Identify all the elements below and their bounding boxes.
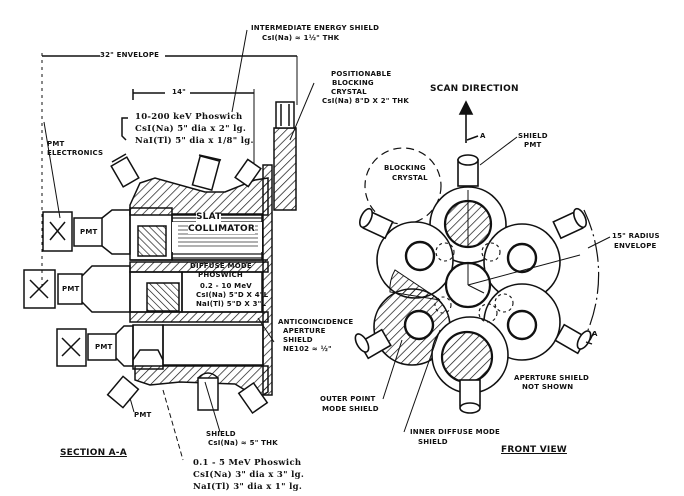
scan-direction-label: SCAN DIRECTION — [430, 84, 519, 94]
blocking-crystal-front-label-2: CRYSTAL — [392, 174, 428, 182]
pmt-electronics-box-1 — [42, 211, 73, 252]
intermediate-shield-label-1: INTERMEDIATE ENERGY SHIELD — [251, 24, 380, 32]
section-view — [23, 29, 315, 461]
diffuse-phoswich-label-5: NaI(Tl) 5"D X 3"L — [196, 300, 267, 308]
blocking-crystal-label-1: POSITIONABLE — [331, 70, 392, 78]
front-view-title: FRONT VIEW — [501, 445, 567, 455]
anticoincidence-label-1: ANTICOINCIDENCE — [278, 318, 354, 326]
phoswich-low-label-1: 10-200 keV Phoswich — [135, 112, 243, 122]
diffuse-phoswich-label-3: 0.2 - 10 MeV — [200, 282, 252, 290]
shield-pmt-bottom-right — [237, 381, 269, 415]
radius-envelope-label-1: 15" RADIUS — [612, 232, 660, 240]
inner-diffuse-mode-shield — [440, 330, 494, 384]
radius-envelope-label-2: ENVELOPE — [614, 242, 657, 250]
blocking-crystal-label-3: CRYSTAL — [331, 88, 367, 96]
pmt-3 — [87, 333, 117, 361]
shield-pmt-label-1: SHIELD — [518, 132, 548, 140]
blocking-crystal-front-label-1: BLOCKING — [384, 164, 426, 172]
pmt-label-2: PMT — [62, 285, 80, 293]
shield-pmt-left-upper — [359, 207, 394, 240]
phoswich-high-label-1: 0.1 - 5 MeV Phoswich — [193, 458, 302, 468]
shield-label-1: SHIELD — [206, 430, 236, 438]
inner-diffuse-label-1: INNER DIFFUSE MODE — [410, 428, 500, 436]
section-title: SECTION A-A — [60, 448, 127, 458]
shield-pmt-top-left — [110, 153, 140, 188]
blocking-crystal-label-4: CsI(Na) 8"D X 2" THK — [322, 97, 409, 105]
shield-pmt-bottom-middle — [197, 372, 219, 411]
aperture-not-shown-label-2: NOT SHOWN — [522, 383, 574, 391]
outer-point-label-1: OUTER POINT — [320, 395, 376, 403]
front-view — [354, 100, 611, 433]
anticoincidence-label-2: APERTURE — [283, 327, 326, 335]
pmt-electronics-box-2 — [23, 269, 56, 309]
shield-pmt-bottom-left — [106, 375, 140, 409]
section-marker-top: A — [480, 132, 486, 140]
diffuse-phoswich-label-2: PHOSWICH — [198, 271, 243, 279]
pmt-electronics-label-2: ELECTRONICS — [47, 149, 104, 157]
phoswich-high-label-3: NaI(Tl) 3" dia x 1" lg. — [193, 482, 303, 492]
blocking-crystal-label-2: BLOCKING — [332, 79, 374, 87]
blocking-crystal — [273, 127, 297, 211]
phoswich-low-label-3: NaI(Tl) 5" dia x 1/8" lg. — [135, 136, 254, 146]
pmt-electronics-label-1: PMT — [47, 140, 65, 148]
width-14-label: 14" — [172, 88, 186, 96]
anticoincidence-label-4: NE102 ≈ ½" — [283, 345, 332, 353]
pmt-label-1: PMT — [80, 228, 98, 236]
envelope-label: 32" ENVELOPE — [100, 51, 160, 59]
shield-label-2: CsI(Na) ≈ 5" THK — [208, 439, 278, 447]
shield-pmt-bottom — [459, 379, 481, 414]
radius-envelope-arc — [583, 209, 600, 331]
diffuse-phoswich-label-1: DIFFUSE MODE — [190, 262, 252, 270]
shield-pmt-right-lower — [554, 323, 592, 355]
slat-collimator-label-2: COLLIMATOR — [188, 224, 256, 234]
shield-pmt-top-right — [234, 158, 262, 188]
inner-diffuse-label-2: SHIELD — [418, 438, 448, 446]
intermediate-shield-label-2: CsI(Na) ≈ 1½" THK — [262, 34, 340, 42]
phoswich-high-label-2: CsI(Na) 3" dia x 3" lg. — [193, 470, 305, 480]
pmt-2 — [57, 273, 83, 305]
section-marker-bottom: A — [592, 330, 598, 338]
pmt-electronics-box-3 — [56, 328, 87, 367]
shield-pmt-label-2: PMT — [524, 141, 542, 149]
slat-collimator-label-1: SLAT — [196, 212, 222, 222]
pmt-1 — [73, 217, 103, 247]
anticoincidence-shield-wall — [262, 164, 273, 396]
shield-pmt-right-upper — [552, 207, 587, 240]
outer-point-label-2: MODE SHIELD — [322, 405, 379, 413]
shield-pmt-top — [457, 154, 479, 187]
blocking-crystal-outline — [364, 147, 442, 225]
pmt-label-3: PMT — [95, 343, 113, 351]
shield-pmt-left-lower — [354, 328, 392, 360]
shield-pmt-top-middle — [191, 154, 222, 191]
diffuse-phoswich-label-4: CsI(Na) 5"D X 4"L — [196, 291, 269, 299]
phoswich-low-label-2: CsI(Na) 5" dia x 2" lg. — [135, 124, 247, 134]
pmt-bottom-label: PMT — [134, 411, 152, 419]
aperture-not-shown-label-1: APERTURE SHIELD — [514, 374, 590, 382]
anticoincidence-label-3: SHIELD — [283, 336, 313, 344]
